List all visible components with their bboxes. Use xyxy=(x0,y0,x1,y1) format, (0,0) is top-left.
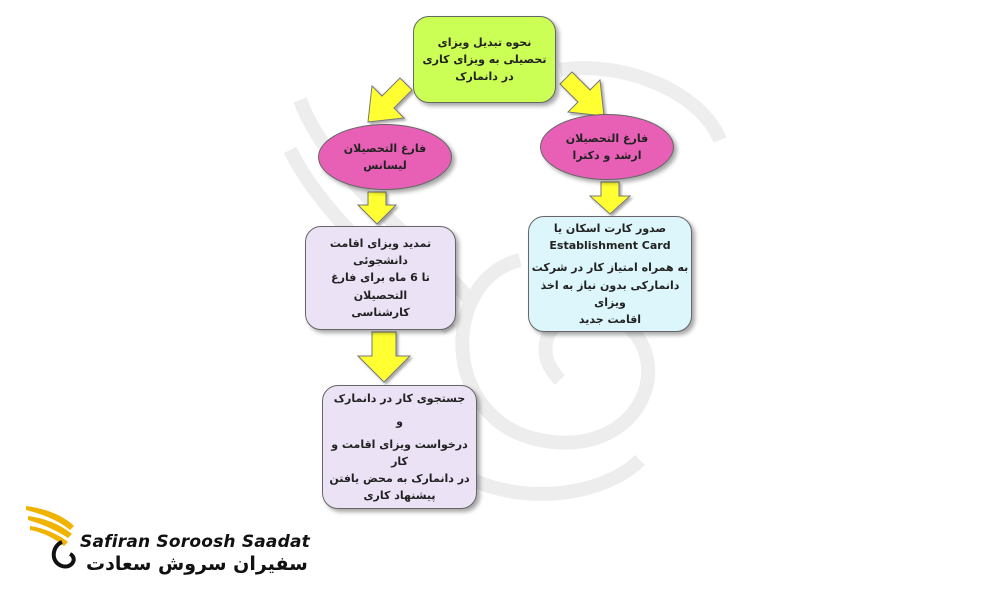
root-line-3: در دانمارک xyxy=(455,70,514,84)
establishment-card-node: صدور کارت اسکان یا Establishment Card به… xyxy=(528,216,692,332)
bottom-box-line-1: جستجوی کار در دانمارک xyxy=(333,391,466,405)
arrow-right-ellipse-to-box xyxy=(588,181,632,215)
root-node: نحوه تبدیل ویزای تحصیلی به ویزای کاری در… xyxy=(413,16,556,103)
right-ellipse-line-2: ارشد و دکترا xyxy=(572,149,642,162)
right-box-line-4: دانمارکی بدون نیاز به اخذ ویزای xyxy=(540,278,680,309)
bottom-box-line-3: درخواست ویزای اقامت و کار xyxy=(331,437,468,468)
root-line-2: تحصیلی به ویزای کاری xyxy=(422,52,547,66)
left-ellipse-line-2: لیسانس xyxy=(363,159,407,172)
master-phd-graduates-node: فارغ التحصیلان ارشد و دکترا xyxy=(540,114,674,180)
logo-wing-icon xyxy=(26,506,76,569)
arrow-root-to-left xyxy=(367,77,413,123)
right-box-line-3: به همراه امتیاز کار در شرکت xyxy=(531,261,689,275)
student-visa-extension-node: تمدید ویزای اقامت دانشجوئی تا 6 ماه برای… xyxy=(305,226,456,330)
bottom-box-line-2: و xyxy=(396,414,403,428)
arrow-left-box-to-bottom xyxy=(356,331,412,383)
left-ellipse-line-1: فارغ التحصیلان xyxy=(343,141,427,155)
left-box-line-1: تمدید ویزای اقامت دانشجوئی xyxy=(329,237,432,268)
right-box-line-1: صدور کارت اسکان یا xyxy=(553,222,667,236)
right-ellipse-line-1: فارغ التحصیلان xyxy=(565,131,649,145)
right-box-line-2: Establishment Card xyxy=(549,239,671,253)
bottom-box-line-4: در دانمارک به محض یافتن xyxy=(329,472,470,486)
arrow-left-ellipse-to-box xyxy=(356,191,398,225)
left-box-line-3: کارشناسی xyxy=(351,305,410,319)
root-line-1: نحوه تبدیل ویزای xyxy=(437,35,532,49)
logo-english-name: Safiran Soroosh Saadat xyxy=(80,532,310,552)
logo-persian-name: سفیران سروش سعادت xyxy=(86,553,308,575)
job-search-node: جستجوی کار در دانمارک و درخواست ویزای اق… xyxy=(322,385,477,509)
bachelor-graduates-node: فارغ التحصیلان لیسانس xyxy=(318,124,452,190)
right-box-line-5: اقامت جدید xyxy=(578,312,642,326)
left-box-line-2: تا 6 ماه برای فارغ التحصیلان xyxy=(331,271,430,302)
arrow-root-to-right xyxy=(559,71,605,117)
bottom-box-line-5: پیشنهاد کاری xyxy=(363,489,436,503)
